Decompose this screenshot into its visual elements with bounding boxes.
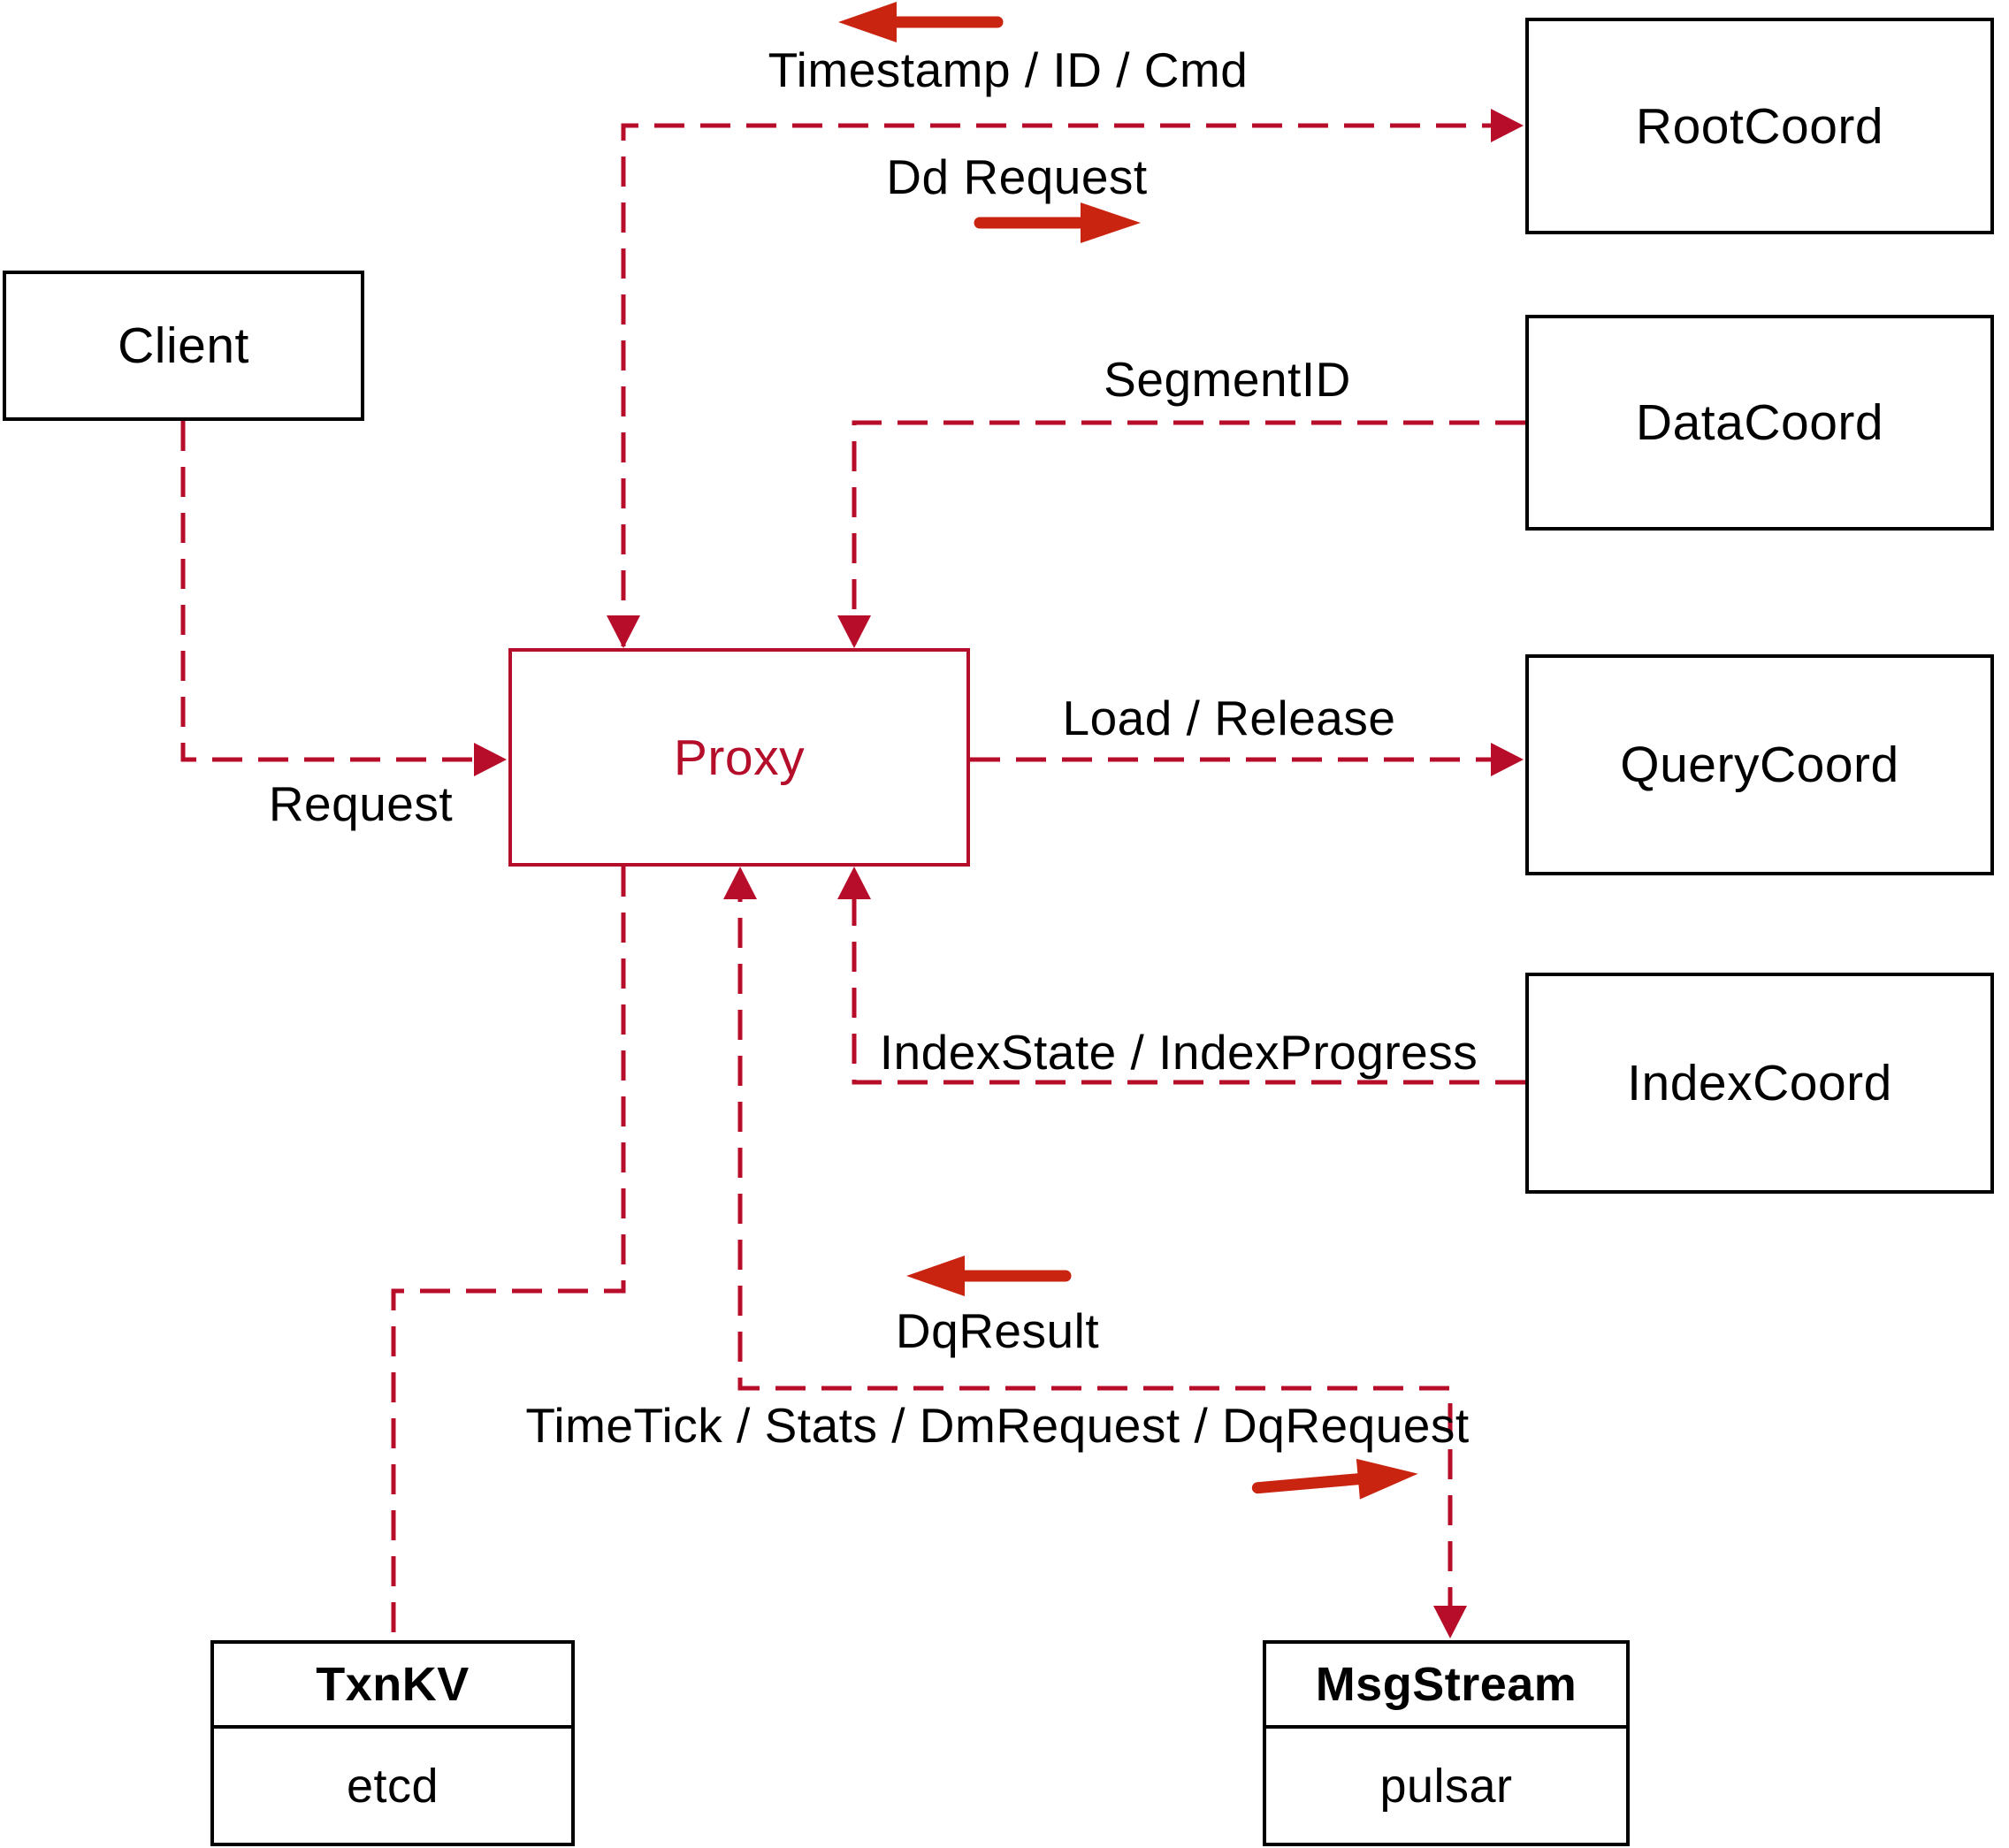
node-rootcoord: RootCoord [1525, 18, 1994, 234]
edge-proxy-msgstream [737, 872, 1453, 1618]
node-client: Client [3, 271, 364, 421]
edge-label-time-tick: TimeTick / Stats / DmRequest / DqRequest [525, 1398, 1470, 1453]
node-indexcoord-label: IndexCoord [1627, 1055, 1892, 1111]
flow-left-arrow-dqresult-icon [906, 1256, 1072, 1296]
arrowhead-into-proxy-bottom-right-icon [837, 867, 871, 899]
arrowhead-into-querycoord-icon [1491, 743, 1524, 776]
node-proxy: Proxy [508, 648, 970, 867]
edge-proxy-txnkv [391, 867, 626, 1638]
node-datacoord-label: DataCoord [1635, 394, 1884, 451]
edge-label-index-state: IndexState / IndexProgress [879, 1025, 1478, 1080]
edge-indexcoord-proxy [852, 872, 1525, 1085]
node-querycoord-label: QueryCoord [1620, 737, 1899, 793]
node-txnkv-subtitle: etcd [346, 1759, 439, 1813]
arrowhead-into-msgstream-icon [1433, 1606, 1467, 1638]
flow-right-arrow-dd-request-icon [974, 202, 1141, 243]
edge-label-dq-result: DqResult [895, 1303, 1100, 1358]
edge-label-request: Request [268, 776, 454, 831]
node-msgstream-title: MsgStream [1266, 1644, 1626, 1729]
node-txnkv-title: TxnKV [214, 1644, 571, 1729]
arrowhead-into-proxy-left-icon [474, 743, 507, 776]
node-rootcoord-label: RootCoord [1635, 97, 1884, 155]
edge-client-proxy [180, 421, 486, 762]
edge-label-segment-id: SegmentID [1104, 352, 1351, 407]
node-proxy-label: Proxy [673, 729, 806, 786]
node-datacoord: DataCoord [1525, 315, 1994, 531]
edge-label-load-release: Load / Release [1062, 691, 1396, 745]
arrowhead-into-proxy-top-left-icon [607, 615, 640, 648]
node-client-label: Client [118, 317, 249, 374]
node-txnkv: TxnKV etcd [210, 1640, 575, 1846]
arrowhead-into-proxy-bottom-mid-icon [723, 867, 757, 899]
node-querycoord: QueryCoord [1525, 654, 1994, 875]
edge-proxy-rootcoord [621, 123, 1503, 646]
edge-label-dd-request: Dd Request [886, 149, 1148, 204]
node-msgstream: MsgStream pulsar [1263, 1640, 1630, 1846]
arrowhead-into-proxy-top-right-icon [837, 615, 871, 648]
flow-right-arrow-timetick-icon [1251, 1458, 1418, 1500]
edge-datacoord-proxy [852, 420, 1525, 645]
arrowhead-into-rootcoord-icon [1491, 109, 1524, 142]
flow-left-arrow-timestamp-icon [838, 2, 1004, 42]
node-msgstream-subtitle: pulsar [1379, 1759, 1513, 1813]
edge-label-timestamp: Timestamp / ID / Cmd [768, 42, 1249, 97]
node-indexcoord: IndexCoord [1525, 973, 1994, 1194]
